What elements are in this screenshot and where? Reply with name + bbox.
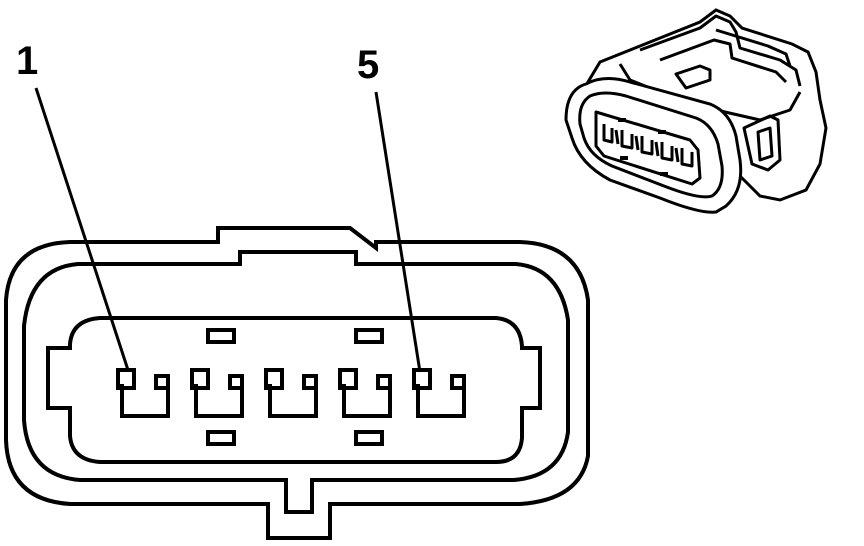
housing-inner-outline xyxy=(22,250,570,514)
connector-front-inner xyxy=(578,91,724,199)
key-slot-top-left xyxy=(206,328,236,344)
key-slot-bottom-left xyxy=(206,430,236,446)
callout-label-5: 5 xyxy=(357,43,379,87)
pin-cavity-3 xyxy=(264,368,318,418)
housing-outer-outline xyxy=(4,226,590,540)
connector-face-view xyxy=(4,226,590,540)
key-slot-top-right xyxy=(354,328,384,344)
pin-cavity-5 xyxy=(412,368,466,418)
pin-cavity-2 xyxy=(190,368,244,418)
pin-cavity-4 xyxy=(338,368,392,418)
connector-cavity-outline xyxy=(594,110,702,186)
side-latch xyxy=(742,114,782,172)
iso-pins xyxy=(602,118,694,176)
callout-leader-5 xyxy=(374,91,422,373)
callout-leader-1 xyxy=(34,87,130,371)
connector-isometric-view xyxy=(564,8,828,214)
callout-label-1: 1 xyxy=(16,39,38,83)
latch-ridge xyxy=(618,14,802,122)
terminal-cavity-outline xyxy=(46,316,542,464)
key-slot-bottom-right xyxy=(354,430,384,446)
pin-cavity-1 xyxy=(116,368,170,418)
